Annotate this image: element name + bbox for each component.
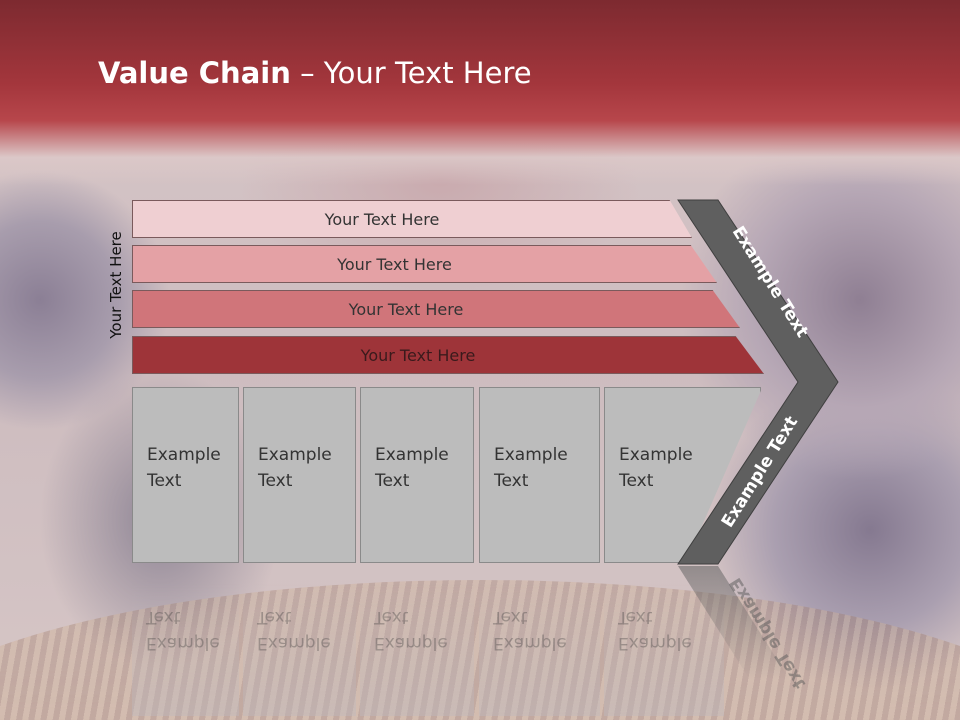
activity-box-5-line1: Example: [619, 445, 693, 465]
activity-box-4-line2: Text: [494, 471, 529, 491]
header-band: [0, 0, 960, 185]
activity-box-1-line1: Example: [147, 445, 221, 465]
slide-title[interactable]: Value Chain – Your Text Here: [98, 56, 532, 90]
value-band-1-label: Your Text Here: [324, 209, 440, 229]
title-bold: Value Chain: [98, 56, 291, 90]
activity-box-3-line2: Text: [375, 471, 410, 491]
activity-box-3-line1: Example: [375, 445, 449, 465]
value-band-2[interactable]: Your Text Here: [132, 245, 717, 283]
activity-box-2-line2: Text: [258, 471, 293, 491]
value-band-3[interactable]: Your Text Here: [132, 290, 740, 328]
value-band-1[interactable]: Your Text Here: [132, 200, 692, 238]
activity-box-1-line2: Text: [147, 471, 182, 491]
activity-box-5-line2: Text: [619, 471, 654, 491]
value-band-4-label: Your Text Here: [360, 345, 476, 365]
activity-box-4-line1: Example: [494, 445, 568, 465]
title-rest: – Your Text Here: [290, 56, 532, 90]
value-band-3-label: Your Text Here: [348, 299, 464, 319]
value-band-4[interactable]: Your Text Here: [132, 336, 764, 374]
activity-box-2-line1: Example: [258, 445, 332, 465]
chevron-reflection: [678, 566, 790, 680]
chevron-shape[interactable]: [677, 199, 839, 565]
value-band-2-label: Your Text Here: [337, 254, 452, 274]
